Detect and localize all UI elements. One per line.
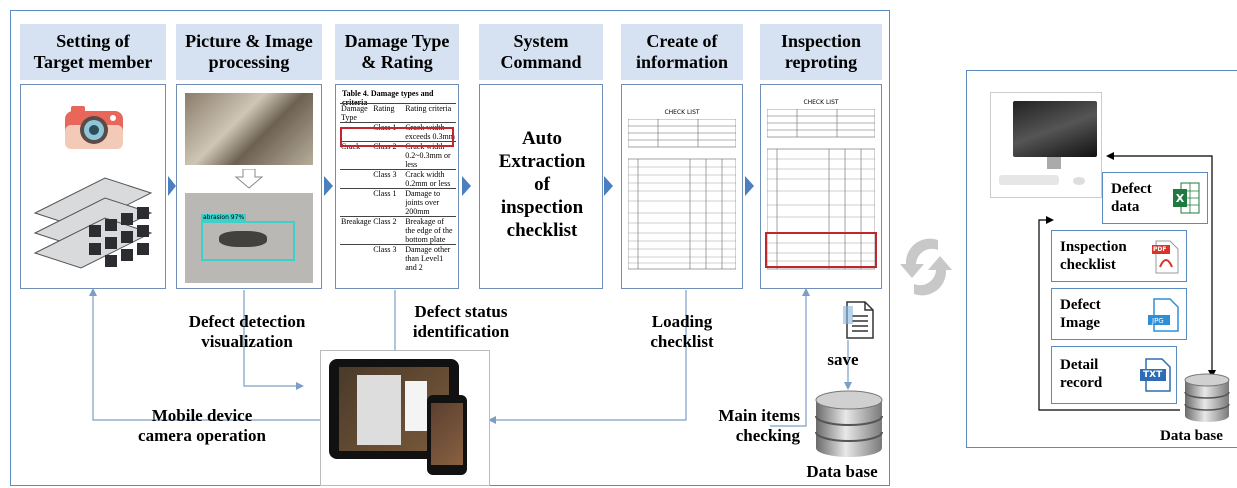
image-processing-panel: abrasion 97% [176,84,322,289]
phone-device [427,395,467,475]
txt-badge: TXT [1143,370,1163,380]
file-card-defect-image: Defect Image JPG [1051,288,1187,340]
report-highlight-box [765,232,877,268]
storage-frame [966,70,1237,448]
step-header-inspection-reporting: Inspection reproting [760,24,882,80]
step-header-create-information: Create of information [621,24,743,80]
database-icon [815,390,883,457]
pdf-badge: PDF [1153,246,1167,253]
chevron-right-icon [604,176,613,196]
svg-text:X: X [1176,192,1185,205]
computer-monitor [990,92,1102,198]
jpg-badge: JPG [1152,317,1164,325]
chevron-right-icon [462,176,471,196]
sync-icon [900,238,952,296]
mobile-devices-frame [320,350,490,486]
camera-icon [65,106,123,149]
label-defect-status: Defect status identification [412,302,510,341]
chevron-right-icon [324,176,333,196]
excel-icon: X [1173,182,1200,214]
auto-extraction-text: Auto Extraction of inspection checklist [498,128,586,241]
report-title: CHECK LIST [803,99,839,106]
damage-table-panel: Table 4. Damage types and criteria Damag… [335,84,459,289]
file-card-defect-data: Defect data X [1102,172,1208,224]
label-defect-detection: Defect detection visualization [188,312,306,351]
checklist-title: CHECK LIST [664,109,700,116]
document-icon [843,301,874,339]
label-database: Data base [806,462,878,481]
chevron-right-icon [168,176,176,196]
step-header-image-processing: Picture & Image processing [176,24,322,80]
file-label: Defect Image [1060,297,1101,331]
step-header-damage-type: Damage Type & Rating [335,24,459,80]
system-command-panel: Auto Extraction of inspection checklist [479,84,603,289]
label-mobile-camera: Mobile device camera operation [138,406,266,445]
file-card-inspection-checklist: Inspection checklist PDF [1051,230,1187,282]
file-label: Defect data [1111,181,1152,215]
file-label: Inspection checklist [1060,239,1127,273]
label-loading-checklist: Loading checklist [650,312,714,351]
inspection-report-panel: CHECK LIST [760,84,882,289]
down-arrow-icon [234,169,264,189]
table-caption: Table 4. Damage types and criteria [342,89,434,107]
step-header-system-command: System Command [479,24,603,80]
highlight-box [340,127,454,147]
pdf-icon [1152,240,1179,274]
target-member-panel [20,84,166,289]
detection-box [201,221,295,261]
damage-spot [219,231,267,247]
step-header-target-member: Setting of Target member [20,24,166,80]
checklist-form [628,119,736,270]
steel-tubes-image [33,177,153,269]
file-card-detail-record: Detail record TXT [1051,346,1177,404]
concrete-photo [185,93,313,165]
checklist-panel: CHECK LIST [621,84,743,289]
file-label: Detail record [1060,357,1103,391]
detection-tag: abrasion 97% [201,214,247,221]
label-main-items: Main items checking [718,406,800,445]
txt-icon [1140,358,1171,392]
flow-arrows [89,176,852,427]
chevron-right-icon [745,176,754,196]
label-database-right: Data base [1160,428,1223,444]
label-save: save [827,350,859,369]
detection-photo: abrasion 97% [185,193,313,283]
jpg-icon [1148,298,1179,332]
database-icon-right [1184,373,1230,422]
